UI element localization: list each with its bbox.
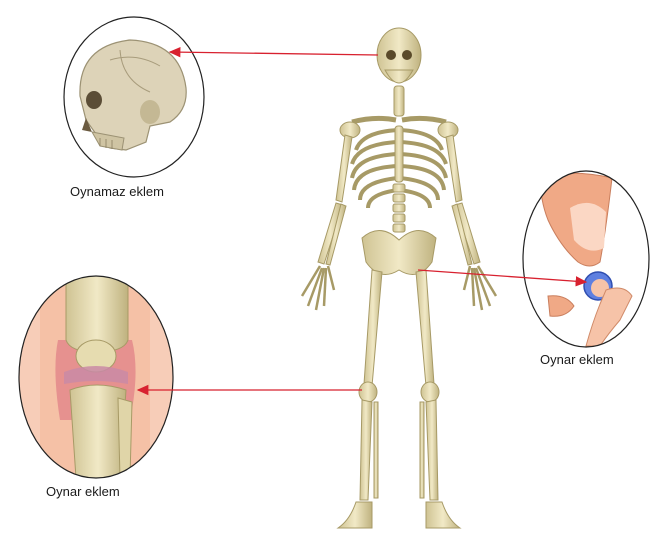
skull-joint-label: Oynamaz eklem <box>70 184 164 199</box>
knee-joint-label: Oynar eklem <box>46 484 120 499</box>
hip-inset <box>523 171 649 347</box>
pointer-arrows <box>138 52 586 390</box>
skull-inset <box>64 17 204 177</box>
knee-inset <box>19 276 173 478</box>
knee-joint-icon <box>19 276 173 478</box>
arrow-to-skull <box>170 52 378 55</box>
skeleton-figure <box>302 28 496 528</box>
hip-joint-label: Oynar eklem <box>540 352 614 367</box>
